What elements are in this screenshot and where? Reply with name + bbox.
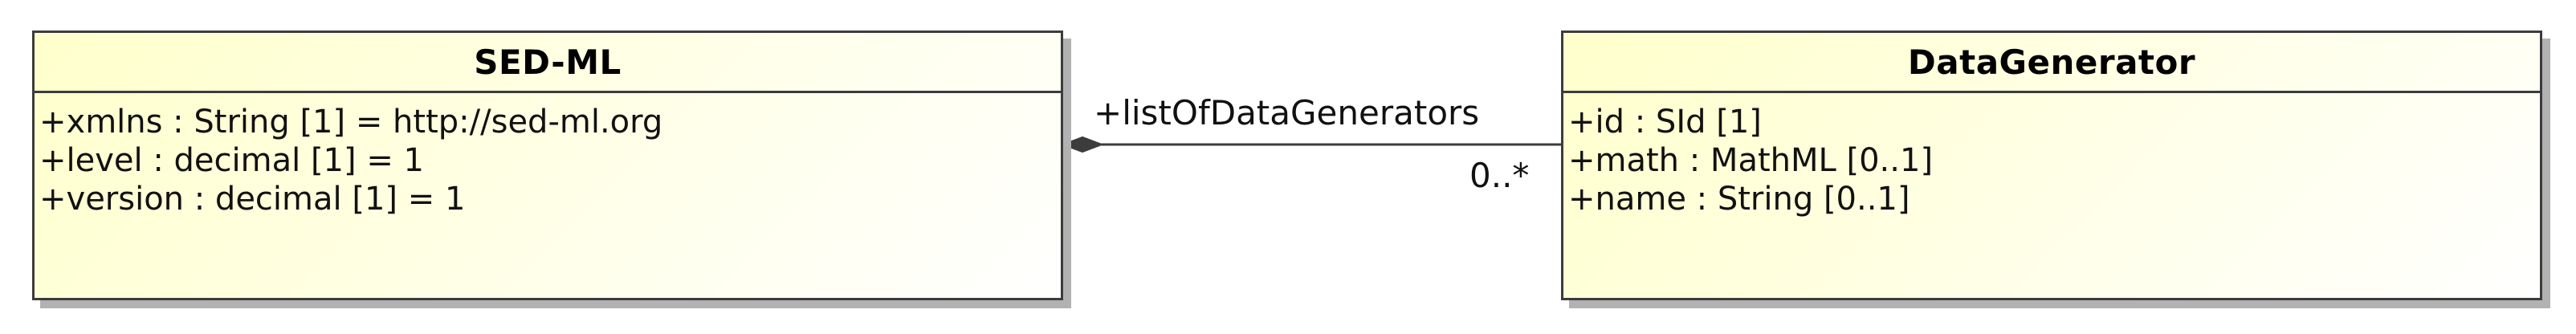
attribute-list-datagenerator: +id : SId [1] +math : MathML [0..1] +nam… <box>1563 93 2540 218</box>
attribute-id: +id : SId [1] <box>1568 104 1762 141</box>
attribute-level: +level : decimal [1] = 1 <box>39 142 425 179</box>
attribute-name: +name : String [0..1] <box>1568 181 1910 218</box>
composition-diamond-icon <box>1061 136 1104 153</box>
class-sed-ml[interactable]: SED-ML +xmlns : String [1] = http://sed-… <box>32 31 1063 300</box>
attribute-version: +version : decimal [1] = 1 <box>39 181 466 218</box>
attribute-math: +math : MathML [0..1] <box>1568 142 1934 179</box>
class-datagenerator[interactable]: DataGenerator +id : SId [1] +math : Math… <box>1561 31 2542 300</box>
attribute-xmlns: +xmlns : String [1] = http://sed-ml.org <box>39 104 663 141</box>
attribute-list-sed-ml: +xmlns : String [1] = http://sed-ml.org … <box>35 93 1061 218</box>
class-name-sed-ml: SED-ML <box>35 33 1061 93</box>
association-role-label: +listOfDataGenerators <box>1094 93 1480 132</box>
association-multiplicity-label: 0..* <box>1469 156 1530 195</box>
class-name-datagenerator: DataGenerator <box>1563 33 2540 93</box>
